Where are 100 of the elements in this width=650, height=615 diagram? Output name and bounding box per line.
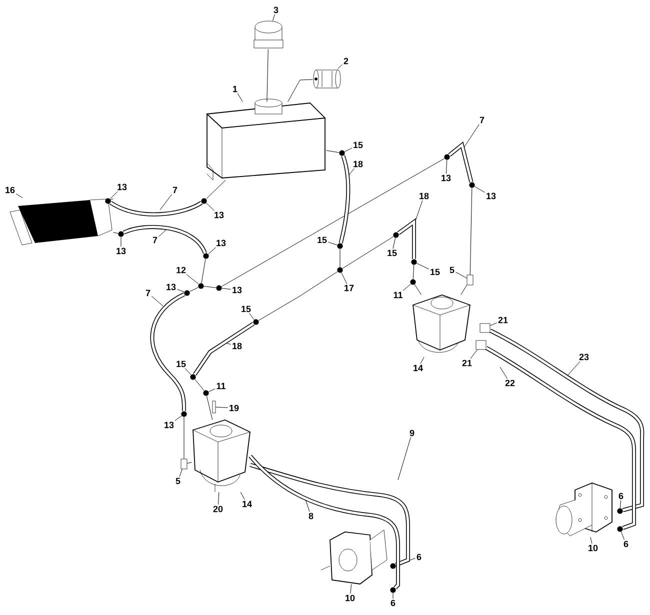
hose (250, 462, 410, 567)
pump-drawing (192, 420, 250, 492)
fitting (198, 283, 204, 289)
callout-number: 7 (172, 186, 178, 194)
leader-line (392, 238, 396, 249)
pipe (470, 188, 472, 276)
hose (489, 328, 644, 512)
pipe (288, 79, 314, 102)
callout-number: 15 (242, 306, 251, 312)
leader-line (222, 288, 232, 290)
fitting (337, 243, 343, 249)
callout-number: 9 (410, 430, 414, 436)
hose (150, 292, 186, 411)
fitting (190, 374, 196, 380)
callout-number: 13 (118, 184, 127, 190)
tank-drawing (206, 98, 326, 180)
fitting (617, 526, 623, 532)
callout-number: 5 (176, 478, 180, 484)
leader-line (215, 406, 228, 408)
fitting (253, 319, 259, 325)
hose (110, 200, 203, 216)
pipe (105, 198, 114, 202)
leader-line (110, 191, 118, 200)
leader-line (176, 289, 184, 292)
leader-line (184, 368, 192, 376)
pipe (204, 286, 216, 288)
callout-number: 13 (216, 240, 226, 246)
leader-line (392, 592, 394, 599)
callout-number: 13 (214, 212, 224, 218)
fitting (203, 253, 209, 259)
leader-line (341, 272, 348, 284)
pipe (189, 287, 199, 292)
pipe (258, 271, 338, 321)
fitting (390, 587, 396, 593)
pump-drawing (412, 294, 470, 353)
fitting (216, 285, 222, 291)
callout-number: 13 (232, 286, 242, 294)
leader-line (470, 349, 478, 359)
pipe (342, 236, 394, 269)
leader-line (160, 194, 172, 210)
leader-line (151, 296, 164, 306)
pipe (201, 258, 206, 284)
fitting (201, 198, 207, 204)
callout-number: 13 (164, 422, 174, 428)
leader-line (462, 124, 480, 150)
callout-number: 5 (450, 266, 454, 274)
pipe (186, 462, 192, 464)
callout-number: 6 (416, 554, 422, 560)
callout-number: 1 (233, 86, 238, 92)
pipe (326, 150, 340, 153)
callout-number: 12 (176, 266, 186, 274)
pipe (112, 232, 118, 234)
leader-line (344, 148, 352, 152)
fitting (466, 274, 474, 286)
leader-line (568, 361, 580, 376)
cap-drawing (254, 20, 284, 48)
leader-line (179, 468, 182, 477)
callout-number: 13 (442, 174, 451, 182)
hose (448, 142, 474, 183)
callout-number: 17 (344, 284, 354, 292)
leader-line (402, 284, 411, 291)
callout-number: 21 (498, 316, 508, 324)
fitting (181, 411, 187, 417)
leader-line (237, 93, 243, 102)
leader-line (120, 236, 122, 247)
callout-number: 18 (420, 192, 429, 200)
fitting (480, 323, 490, 333)
callout-number: 7 (146, 290, 150, 296)
fitting (118, 231, 124, 237)
fitting (390, 563, 396, 569)
fitting (469, 182, 475, 188)
callout-number: 20 (213, 506, 223, 512)
pipe (412, 264, 414, 280)
oil-cooler-drawing (10, 198, 112, 246)
callout-number: 14 (414, 364, 423, 372)
hose (338, 155, 350, 244)
motor-drawing (320, 530, 388, 584)
leader-line (338, 64, 343, 70)
callout-number: 10 (588, 544, 598, 552)
leader-line (249, 313, 254, 320)
fitting (184, 290, 190, 296)
fitting (337, 267, 343, 273)
leader-line (328, 242, 338, 246)
callout-number: 13 (166, 284, 176, 290)
leader-line (206, 202, 215, 211)
callout-number: 6 (390, 600, 396, 606)
leader-line (500, 366, 508, 379)
callout-number: 21 (462, 360, 472, 366)
hose (485, 346, 636, 530)
callout-number: 18 (232, 342, 242, 350)
callout-number: 14 (242, 500, 252, 508)
callout-number: 15 (388, 250, 397, 256)
callout-number: 11 (394, 292, 402, 298)
callout-number: 8 (308, 512, 314, 520)
hose (248, 454, 400, 590)
callout-number: 16 (6, 186, 15, 194)
callout-number: 7 (152, 236, 158, 244)
leader-line (208, 247, 216, 254)
callout-number: 6 (624, 540, 628, 548)
callout-number: 13 (116, 248, 126, 254)
